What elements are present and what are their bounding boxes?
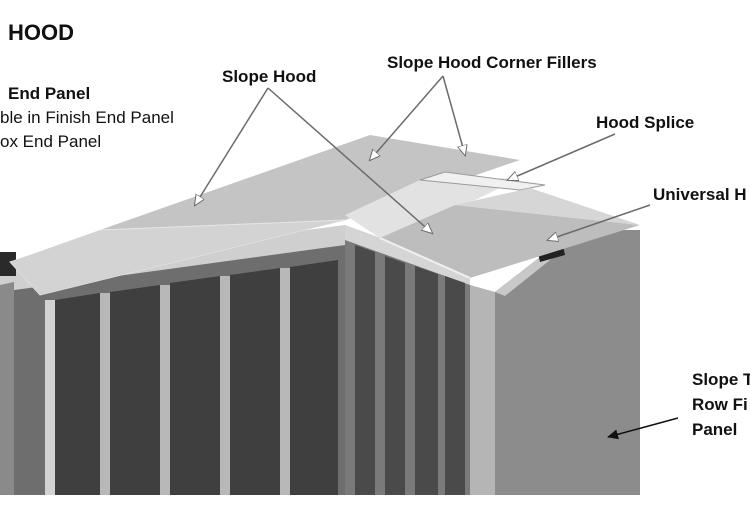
label-end-panel-line3: ox End Panel: [0, 132, 102, 151]
label-hood-splice: Hood Splice: [596, 113, 695, 132]
hood-corner-fillers: [345, 171, 546, 238]
label-end-panel-line2: ble in Finish End Panel: [0, 108, 174, 127]
leader-lines: [195, 75, 651, 240]
slope-hood: [9, 135, 520, 296]
cabinet-right-section: [345, 225, 470, 495]
leader-slope-end-panel: [607, 417, 679, 440]
slope-hood-right: [379, 188, 640, 279]
label-end-panel: End Panel: [8, 84, 91, 103]
label-corner-fillers: Slope Hood Corner Fillers: [387, 53, 597, 72]
label-slope-end-line1: Slope T: [692, 370, 750, 389]
label-universal: Universal H: [653, 185, 747, 204]
leader-universal: [548, 204, 651, 240]
leader-hood-splice: [508, 133, 616, 180]
title: HOOD: [8, 20, 74, 45]
leader-corner-filler-left: [370, 75, 444, 160]
label-slope-end-line2: Row Fi: [692, 395, 748, 414]
leader-corner-filler-right: [442, 75, 465, 155]
label-slope-end-line3: Panel: [692, 420, 738, 439]
cabinet-front: [0, 225, 345, 495]
leader-slope-hood-left: [195, 87, 269, 205]
leader-slope-hood-right: [267, 87, 432, 233]
label-slope-hood: Slope Hood: [222, 67, 317, 86]
